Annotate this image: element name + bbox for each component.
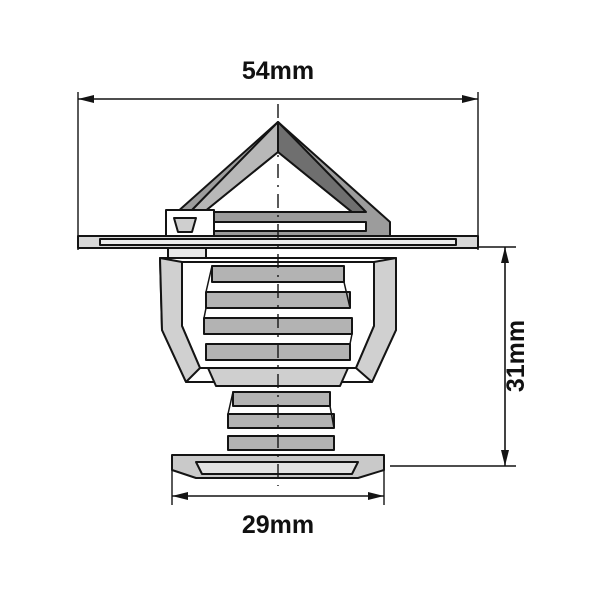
flange-bar-highlight <box>99 238 457 246</box>
arrow-right-top <box>462 95 478 103</box>
spring-coil-u1 <box>211 265 345 283</box>
dimension-label-width-bottom: 29mm <box>242 511 314 539</box>
top-bracket <box>165 121 391 237</box>
arrow-left-top <box>78 95 94 103</box>
dimension-height-right: 31mm <box>390 246 530 467</box>
arrow-left-bottom <box>172 492 188 500</box>
dimension-width-top: 54mm <box>77 57 479 250</box>
dimension-width-bottom: 29mm <box>171 470 385 539</box>
spring-coil-l3 <box>227 435 335 451</box>
spring-coil-l1 <box>232 391 331 407</box>
arrow-right-bottom <box>368 492 384 500</box>
arrow-top-right <box>501 247 509 263</box>
spring-link-u2 <box>343 281 351 309</box>
arrow-bottom-right <box>501 450 509 466</box>
spring-link-u3 <box>203 307 207 319</box>
jiggle-valve-detail <box>165 209 215 259</box>
spring-link-u1 <box>205 265 213 293</box>
spring-link-l2 <box>329 405 335 429</box>
coil-spring-lower <box>227 391 335 451</box>
flange-plate <box>77 235 479 249</box>
dimension-label-width-top: 54mm <box>242 57 314 85</box>
body-wall-right <box>355 257 397 383</box>
spring-link-l1 <box>227 391 234 415</box>
bottom-plate-inner <box>195 461 359 475</box>
spring-coil-l2 <box>227 413 335 429</box>
jiggle-base <box>167 247 207 259</box>
spring-link-u4 <box>349 333 353 345</box>
jiggle-pin <box>173 217 197 233</box>
dimension-label-height-right: 31mm <box>502 320 530 392</box>
body-wall-left <box>159 257 201 383</box>
